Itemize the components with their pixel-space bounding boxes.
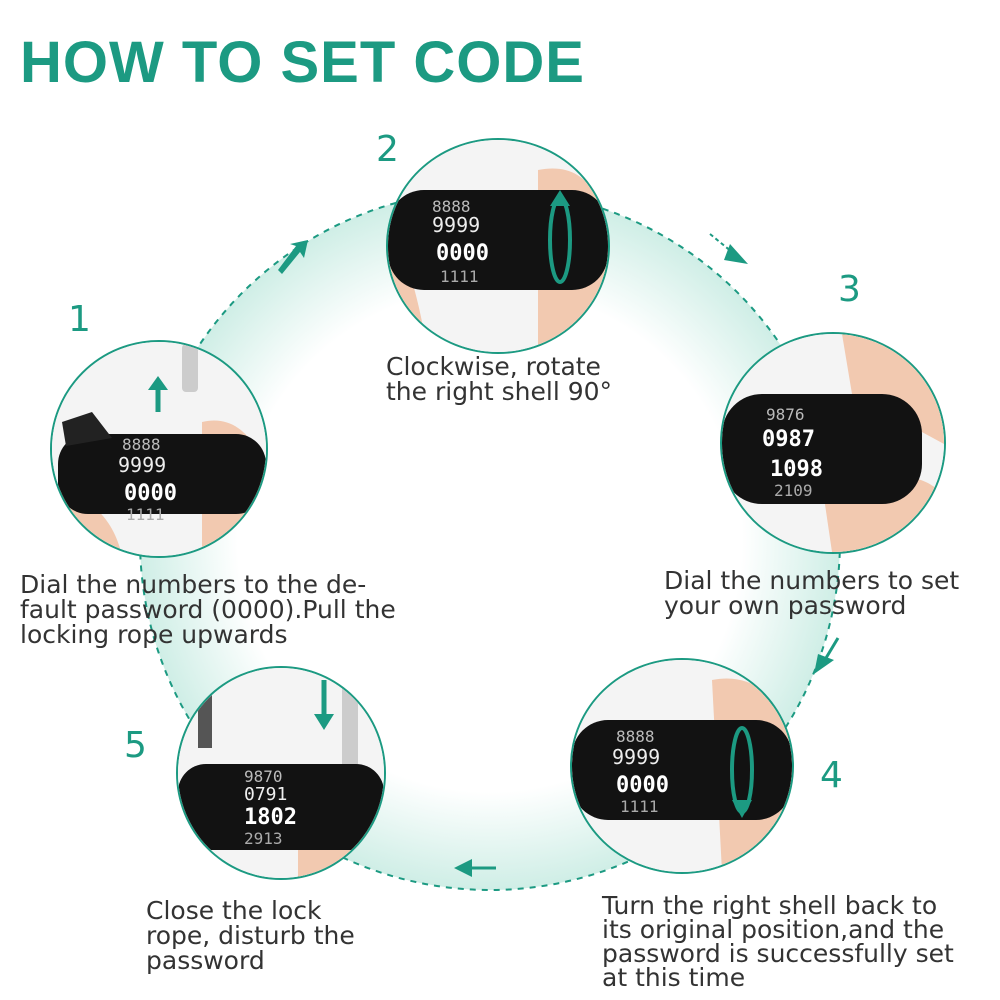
wheel-row: 0000	[436, 241, 489, 266]
step-number-2: 2	[376, 129, 399, 170]
step-3-photo: 9876 0987 1098 2109	[720, 332, 946, 554]
step-number-5: 5	[124, 725, 147, 766]
lock-illustration: 9876 0987 1098 2109	[722, 334, 944, 552]
wheel-row: 1111	[440, 267, 479, 286]
wheel-row: 0000	[616, 773, 669, 798]
step-number-3: 3	[838, 269, 861, 310]
wheel-row: 0987	[762, 427, 815, 452]
step-4-caption: Turn the right shell back to its origina…	[602, 891, 998, 992]
wheel-row: 0000	[124, 481, 177, 506]
lock-illustration: 9870 0791 1802 2913	[178, 668, 384, 878]
caption-line: your own password	[664, 591, 907, 620]
wheel-row: 1802	[244, 805, 297, 830]
step-5-photo: 9870 0791 1802 2913	[176, 666, 386, 880]
wheel-row: 1111	[620, 797, 659, 816]
caption-line: password	[146, 946, 265, 975]
caption-line: Close the lock	[146, 896, 322, 925]
step-5-caption: Close the lock rope, disturb the passwor…	[146, 898, 446, 973]
wheel-row: 2109	[774, 481, 813, 500]
arrow-down-icon	[314, 714, 334, 730]
caption-line: locking rope upwards	[20, 620, 288, 649]
wheel-row: 9876	[766, 405, 805, 424]
caption-line: fault password (0000).Pull the	[20, 595, 396, 624]
step-2-photo: 8888 9999 0000 1111	[386, 138, 610, 354]
wheel-row: 8888	[432, 197, 471, 216]
wheel-row: 9999	[432, 213, 480, 237]
lock-body	[722, 394, 922, 504]
caption-line: Clockwise, rotate	[386, 352, 601, 381]
caption-line: the right shell 90°	[386, 377, 613, 406]
wheel-row: 9999	[118, 453, 166, 477]
wheel-row: 8888	[122, 435, 161, 454]
caption-line: Dial the numbers to set	[664, 566, 960, 595]
wheel-row: 0791	[244, 784, 287, 805]
wheel-row: 8888	[616, 727, 655, 746]
wheel-row: 2913	[244, 829, 283, 848]
lock-body	[178, 764, 384, 850]
step-4-photo: 8888 9999 0000 1111	[570, 658, 794, 874]
step-number-4: 4	[820, 755, 843, 796]
wheel-row: 1098	[770, 457, 823, 482]
caption-line: its original position,and the	[602, 915, 945, 944]
step-1-photo: 8888 9999 0000 1111	[50, 340, 268, 558]
caption-line: at this time	[602, 963, 746, 992]
step-2-caption: Clockwise, rotate the right shell 90°	[386, 354, 686, 404]
lock-illustration: 8888 9999 0000 1111	[388, 140, 608, 352]
lock-body	[388, 190, 608, 290]
flow-arrow-icon	[454, 859, 496, 877]
caption-line: password is successfully set	[602, 939, 954, 968]
wheel-row: 1111	[126, 505, 165, 524]
caption-line: Dial the numbers to the de-	[20, 570, 367, 599]
flow-arrow-icon	[814, 637, 840, 674]
lock-body	[58, 434, 266, 514]
arrow-up-icon	[148, 376, 168, 390]
lock-illustration: 8888 9999 0000 1111	[572, 660, 792, 872]
flow-arrow-icon	[709, 233, 748, 264]
step-1-caption: Dial the numbers to the de- fault passwo…	[20, 572, 440, 647]
wheel-row: 9999	[612, 745, 660, 769]
caption-line: Turn the right shell back to	[602, 891, 938, 920]
lock-body	[572, 720, 792, 820]
lock-pin	[182, 344, 198, 392]
caption-line: rope, disturb the	[146, 921, 355, 950]
page-title: HOW TO SET CODE	[20, 30, 585, 95]
step-3-caption: Dial the numbers to set your own passwor…	[664, 568, 994, 618]
step-number-1: 1	[68, 299, 91, 340]
lock-illustration: 8888 9999 0000 1111	[52, 342, 266, 556]
wheel-row: 9870	[244, 767, 283, 786]
flow-arrow-icon	[278, 240, 308, 274]
